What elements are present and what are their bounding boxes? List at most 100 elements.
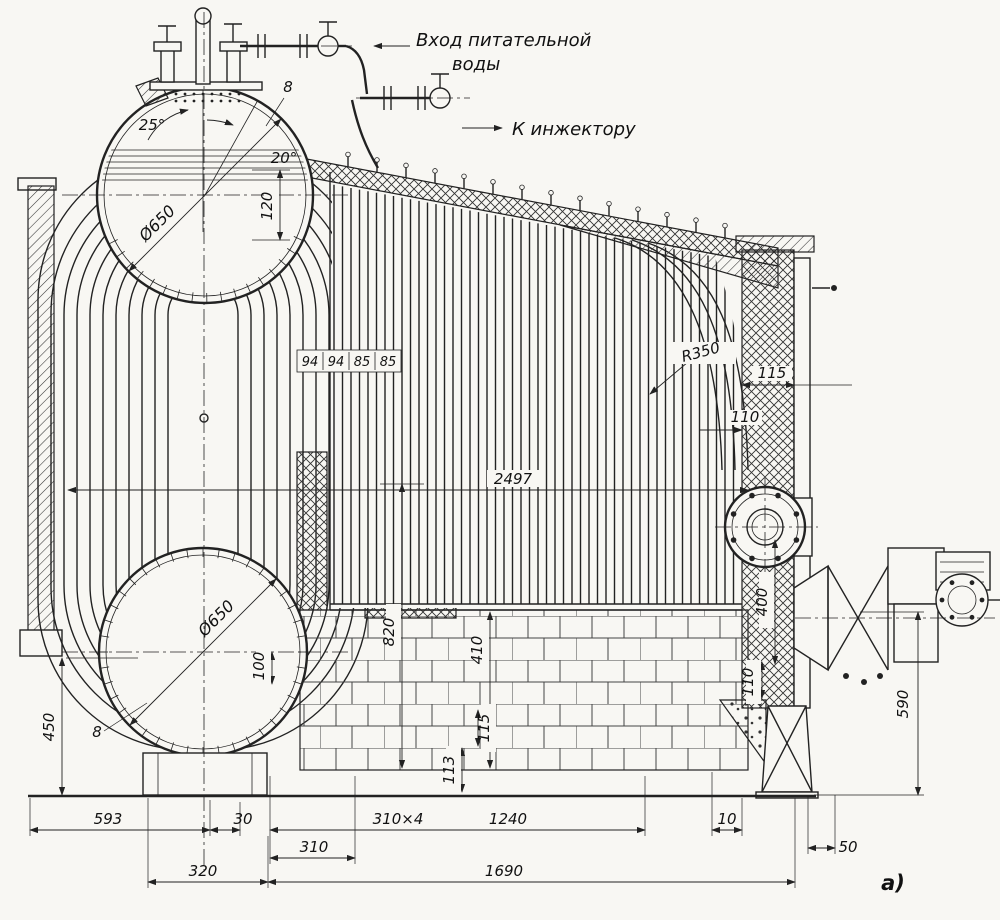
brick-pier [296, 451, 328, 611]
rivet-tick [279, 591, 287, 597]
flange-bolt [730, 537, 737, 543]
stay-bolt-head [635, 206, 641, 212]
rivet-tick [287, 694, 295, 700]
injector-label: К инжектору [512, 119, 636, 140]
flange-bolt [979, 597, 985, 603]
dim-50: 50 [838, 838, 857, 856]
rivet-tick [293, 619, 302, 624]
feed-water-label: Вход питательной [416, 30, 592, 51]
dim-thk8-top: 8 [283, 78, 293, 96]
stay-bolt-head [432, 168, 438, 174]
thk8-leader [265, 97, 285, 127]
flange-bolt [775, 555, 781, 562]
rivet-tick [104, 680, 113, 685]
rivet-tick [111, 694, 119, 700]
dim-angle-25: 25° [139, 116, 166, 134]
stay-bolt-head [548, 190, 554, 196]
rivet-tick [142, 728, 148, 736]
perforation-dot [237, 92, 241, 96]
flange-bolt [939, 597, 945, 603]
rivet-tick [117, 250, 125, 257]
center-lines [62, 12, 995, 872]
rivet-tick [101, 666, 110, 669]
rivet-tick [293, 680, 302, 685]
flange-bolt [949, 580, 955, 586]
rivet-tick [119, 591, 127, 597]
rivet-tick [149, 278, 155, 287]
thk8-leader [103, 702, 148, 732]
rivet-tick [170, 742, 175, 751]
perforation-dot [210, 99, 214, 103]
flange-bolt [730, 511, 737, 517]
dim-30: 30 [233, 810, 252, 828]
perforation-dot [210, 92, 214, 96]
wall-cap [735, 235, 815, 253]
dim-85b: 85 [380, 355, 397, 370]
flange-bolt [775, 492, 781, 499]
perforation-dot [192, 99, 196, 103]
dim-590: 590 [894, 690, 912, 719]
dim-115-brick: 115 [475, 714, 493, 743]
perforation-dot [192, 92, 196, 96]
rivet-tick [191, 292, 194, 302]
perforation-dot [219, 92, 223, 96]
dim-115-wall: 115 [758, 364, 787, 382]
dim-1240: 1240 [489, 810, 527, 828]
rivet-tick [296, 666, 305, 669]
stay-bolt-head [490, 179, 496, 185]
stay-bolt-head [606, 200, 612, 207]
perforation-dot [183, 99, 187, 103]
dim-2497: 2497 [494, 470, 533, 488]
safety-valves [149, 7, 263, 91]
flange-bolt [969, 614, 975, 620]
flange-bolt [949, 614, 955, 620]
stay-bolt-head [519, 184, 525, 190]
rivet-tick [119, 707, 127, 713]
rivet-tick [217, 550, 220, 559]
dimension-lines [29, 97, 924, 888]
perforation-dot [228, 99, 232, 103]
rivet-tick [258, 276, 264, 285]
pipe-elbow [345, 44, 369, 95]
rivet-tick [155, 560, 161, 568]
dim-820: 820 [380, 618, 398, 647]
perforation-dot [183, 92, 187, 96]
flange-bolt [793, 511, 800, 517]
label-backgrounds [256, 184, 792, 794]
dim-thk8-bottom: 8 [92, 723, 102, 741]
rivet-tick [142, 568, 148, 576]
support-leg [718, 699, 819, 799]
feed-water-label-2: воды [452, 54, 500, 75]
dim-110-gap: 110 [731, 408, 760, 426]
flange-bolt [749, 492, 755, 499]
rivet-tick [219, 291, 223, 301]
stay-bolt-head [461, 173, 467, 180]
dim-85a: 85 [354, 355, 371, 370]
dim-angle-20: 20° [271, 149, 298, 167]
dim-100: 100 [250, 652, 268, 681]
angle-25-arc [147, 108, 189, 141]
angle-20-ray [204, 99, 259, 196]
dim-1690: 1690 [485, 862, 523, 880]
stay-bolt-head [693, 217, 699, 223]
angle-20-arc [206, 119, 234, 126]
dim-120: 120 [258, 192, 276, 221]
rivet-tick [109, 239, 118, 244]
stay-bolt-head [345, 151, 351, 158]
dim-310x4: 310×4 [373, 810, 424, 828]
rivet-tick [279, 707, 287, 713]
perforation-dot [174, 99, 178, 103]
dim-593: 593 [94, 810, 123, 828]
top-stay-bolts [345, 151, 728, 238]
dim-450: 450 [40, 713, 58, 742]
drum-pedestal [142, 752, 268, 796]
rivet-tick [245, 736, 251, 744]
stay-bolt-head [664, 211, 670, 218]
rivet-tick [246, 283, 251, 293]
rivet-tick [296, 635, 305, 638]
figure-caption: а) [881, 871, 905, 895]
dim-320: 320 [189, 862, 218, 880]
rivet-tick [186, 550, 189, 559]
flange-bolt [793, 537, 800, 543]
